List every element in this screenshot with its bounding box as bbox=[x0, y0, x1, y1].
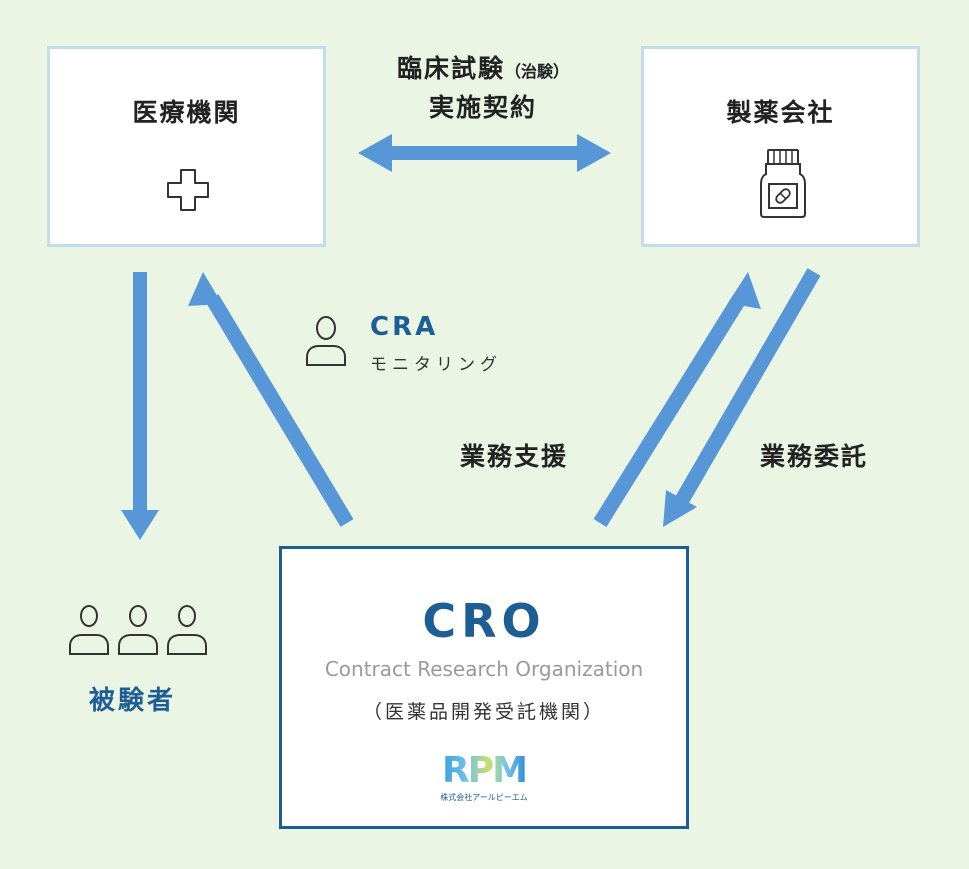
medical-institution-title: 医療機関 bbox=[132, 98, 241, 127]
rpm-logo-caption: 株式会社アールピーエム bbox=[440, 793, 528, 802]
cro-title: CRO bbox=[422, 594, 546, 648]
arrow-cro-to-pharma bbox=[593, 272, 761, 527]
cra-title: CRA bbox=[370, 312, 439, 342]
subjects-label: 被験者 bbox=[89, 686, 177, 716]
support-label: 業務支援 bbox=[460, 442, 569, 471]
cro-english: Contract Research Organization bbox=[324, 657, 644, 681]
contract-line2: 実施契約 bbox=[428, 93, 537, 122]
pharma-company-title: 製薬会社 bbox=[726, 98, 835, 127]
person-icon bbox=[306, 316, 346, 366]
arrow-pharma-to-cro bbox=[663, 268, 821, 527]
contract-line1-small: （治験） bbox=[505, 62, 570, 81]
medicine-bottle-icon bbox=[760, 149, 806, 218]
rpm-logo-mark: RPM bbox=[442, 750, 528, 791]
contract-line1: 臨床試験 bbox=[396, 54, 505, 83]
arrow-medical-to-subjects bbox=[121, 272, 159, 540]
cra-subtitle: モニタリング bbox=[370, 355, 502, 375]
rpm-logo: RPM 株式会社アールピーエム bbox=[282, 752, 686, 803]
cro-japanese: （医薬品開発受託機関） bbox=[362, 701, 605, 723]
medical-cross-icon bbox=[167, 169, 209, 211]
arrow-cro-to-medical bbox=[188, 272, 354, 527]
people-icon bbox=[69, 605, 207, 655]
medical-institution-box: 医療機関 bbox=[47, 46, 326, 247]
contract-double-arrow bbox=[358, 134, 611, 172]
commission-label: 業務委託 bbox=[760, 442, 869, 471]
cro-box: CRO Contract Research Organization （医薬品開… bbox=[279, 546, 689, 829]
contract-label: 臨床試験（治験） 実施契約 bbox=[338, 52, 628, 127]
pharma-company-box: 製薬会社 bbox=[641, 46, 920, 247]
